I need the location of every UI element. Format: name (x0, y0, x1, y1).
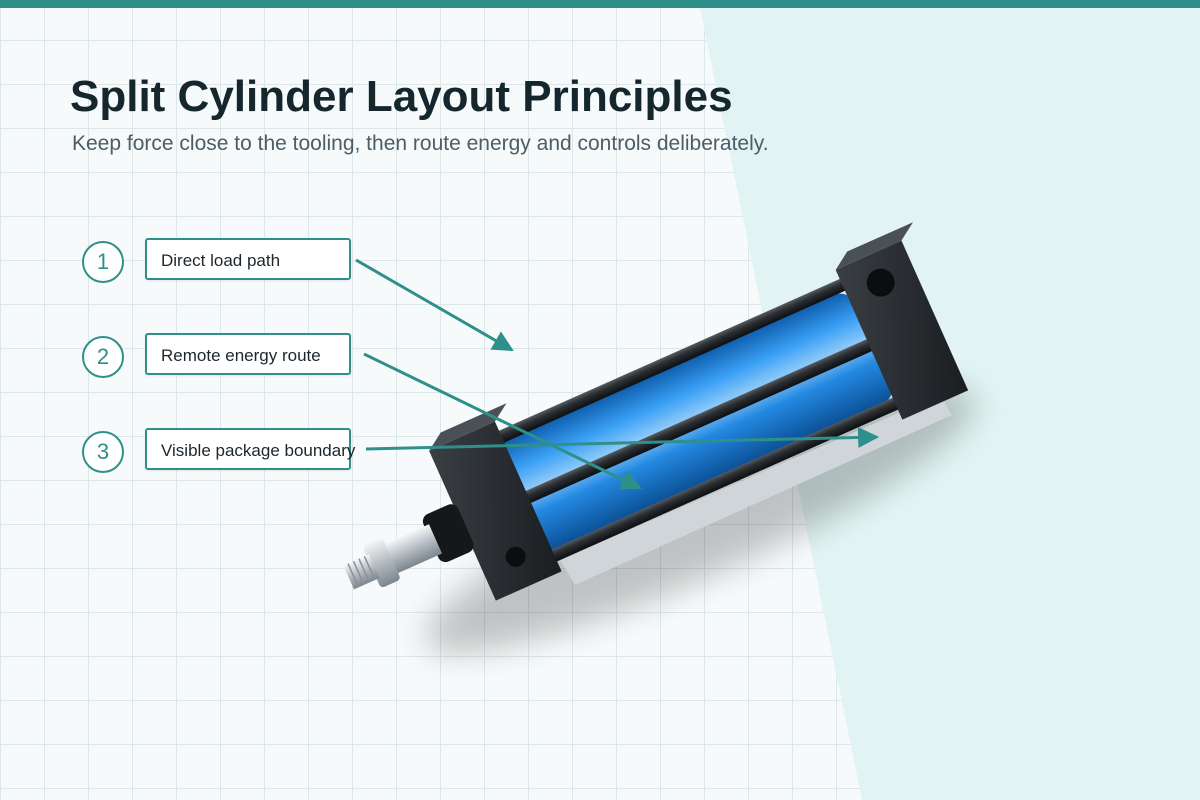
callout-label-2: Remote energy route (145, 333, 351, 375)
top-accent-bar (0, 0, 1200, 8)
connector-2 (363, 352, 642, 490)
callout-number-1: 1 (82, 241, 124, 283)
callout-label-3: Visible package boundary (145, 428, 355, 470)
callout-number-2: 2 (82, 336, 124, 378)
callout-label-1: Direct load path (145, 238, 351, 280)
connector-1 (355, 258, 514, 352)
connector-3 (365, 426, 880, 451)
callout-number-3: 3 (82, 431, 124, 473)
page-subtitle: Keep force close to the tooling, then ro… (72, 132, 769, 155)
page-title: Split Cylinder Layout Principles (70, 72, 733, 121)
